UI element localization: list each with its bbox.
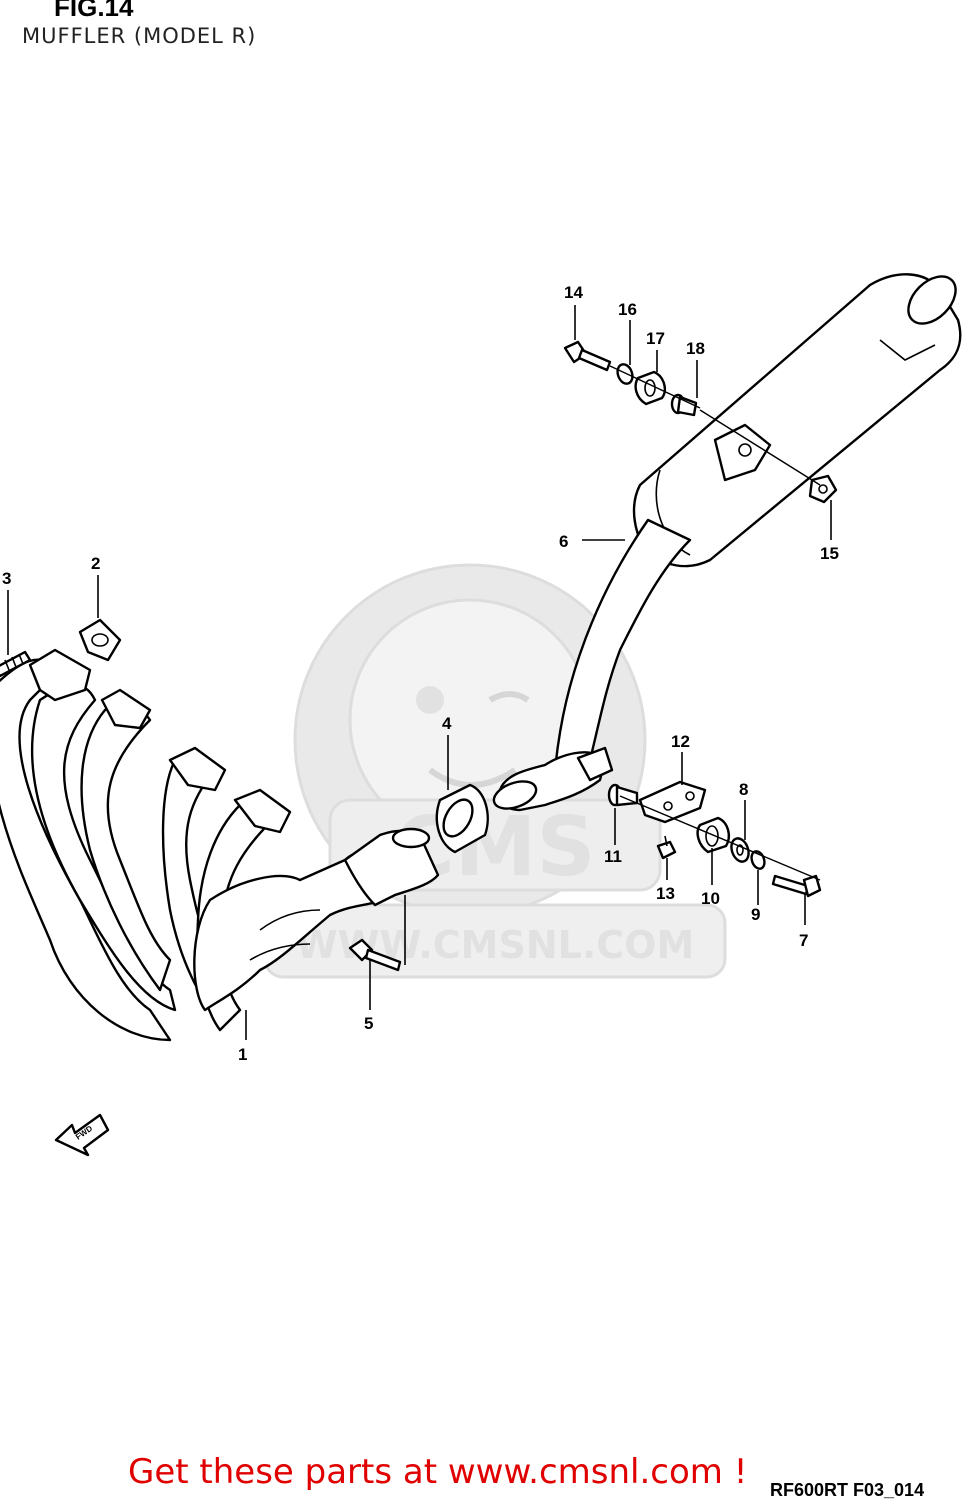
part-16-washer — [616, 363, 634, 385]
callout-18: 18 — [686, 339, 705, 358]
assembly-lines — [609, 365, 821, 881]
callout-5: 5 — [364, 1014, 373, 1033]
header-flange-1 — [28, 648, 92, 702]
figure-title: MUFFLER (MODEL R) — [22, 24, 257, 48]
callout-8: 8 — [739, 780, 748, 799]
callout-12: 12 — [671, 732, 690, 751]
callout-14: 14 — [564, 283, 583, 302]
part-3-stud-bolt — [0, 650, 32, 678]
header-flange-4 — [233, 788, 292, 834]
drawing-reference-code: RF600RT F03_014 — [770, 1480, 925, 1500]
part-9-washer — [750, 850, 766, 870]
header-flange-3 — [168, 746, 227, 792]
callout-7: 7 — [799, 931, 808, 950]
part-17-cushion — [634, 370, 666, 406]
callout-3: 3 — [2, 569, 11, 588]
figure-number: FIG.14 — [54, 0, 134, 22]
part-15-nut — [808, 474, 838, 504]
callout-1: 1 — [238, 1045, 247, 1064]
part-6-muffler — [492, 273, 962, 812]
callout-15: 15 — [820, 544, 839, 563]
callout-4: 4 — [442, 714, 452, 733]
part-13-nut — [656, 835, 677, 860]
part-1-exhaust-header — [0, 648, 440, 1042]
callout-10: 10 — [701, 889, 720, 908]
header-flange-2 — [100, 688, 152, 730]
callout-11: 11 — [604, 847, 622, 866]
callout-9: 9 — [751, 905, 760, 924]
parts-shop-link[interactable]: Get these parts at www.cmsnl.com ! — [128, 1452, 748, 1492]
callout-6: 6 — [559, 532, 568, 551]
part-2-gasket — [78, 618, 122, 662]
part-4-connector-ring — [435, 783, 489, 854]
cmsnl-watermark: CMS WWW.CMSNL.COM — [263, 563, 727, 979]
part-5-bolt — [348, 938, 402, 972]
watermark-mascot-eye-right — [488, 691, 530, 703]
callout-16: 16 — [618, 300, 637, 319]
callout-13: 13 — [656, 884, 675, 903]
callout-17: 17 — [646, 329, 665, 348]
callout-numbers: 1 2 3 4 5 6 7 8 9 10 11 12 13 14 16 17 1… — [2, 283, 839, 1064]
part-14-bolt — [563, 340, 612, 372]
leader-lines — [7, 305, 832, 1040]
part-7-bolt — [771, 874, 822, 898]
forward-direction-arrow: FWD — [54, 1113, 110, 1157]
watermark-mascot-eye-left — [416, 686, 444, 714]
part-12-bracket — [638, 780, 707, 824]
callout-2: 2 — [91, 554, 100, 573]
